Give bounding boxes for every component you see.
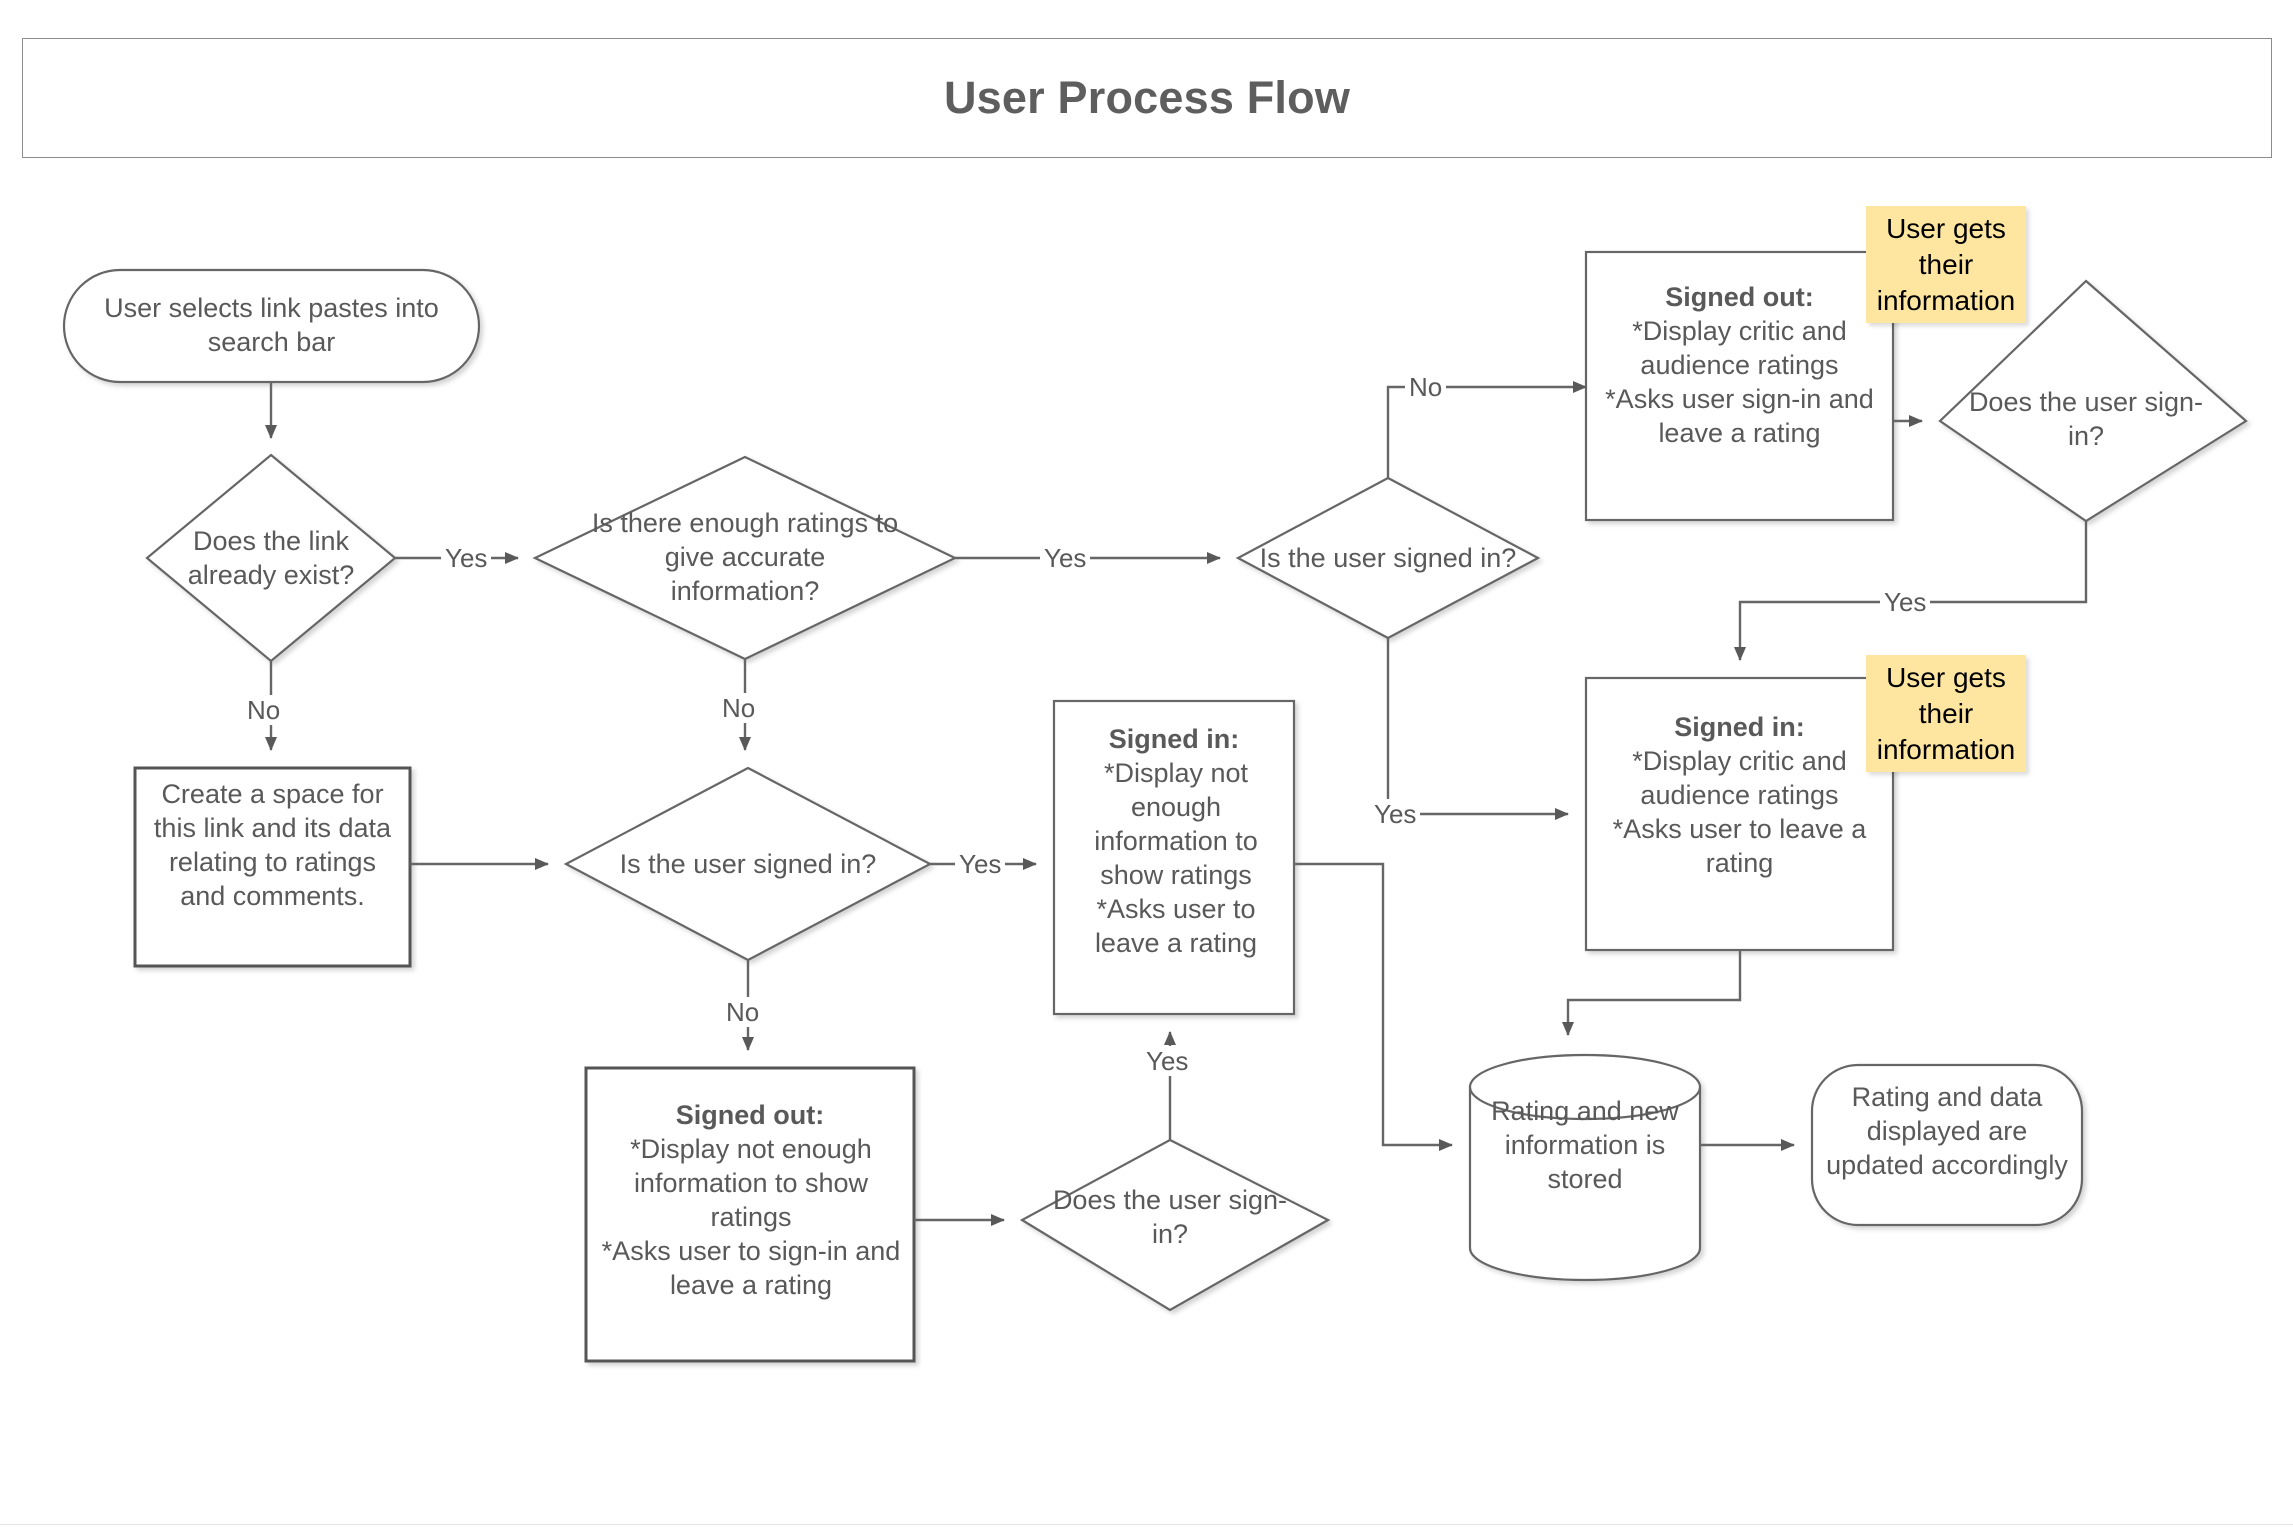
node-signed-in-center-shape[interactable] (1052, 699, 1296, 1016)
node-create-space-shape[interactable] (133, 766, 412, 968)
edge-label-link-exists-yes: Yes (441, 543, 492, 573)
sticky-note-right[interactable]: User gets their information (1866, 655, 2026, 772)
edge-label-enough-ratings-no: No (718, 693, 760, 723)
node-signed-in-right-shape[interactable] (1584, 676, 1895, 952)
edge-label-enough-ratings-yes: Yes (1040, 543, 1091, 573)
bottom-divider (0, 1524, 2293, 1525)
node-does-user-signin-bottom-shape[interactable] (1019, 1138, 1331, 1312)
node-signed-out-bottom-shape[interactable] (584, 1066, 916, 1363)
node-end-shape[interactable] (1810, 1063, 2084, 1227)
edge-label-does-user-signin-bottom-yes: Yes (1142, 1046, 1193, 1076)
title-bar: User Process Flow (22, 38, 2272, 158)
edge-label-signed-in-mid-yes: Yes (955, 849, 1006, 879)
node-signed-in-mid-shape[interactable] (563, 766, 933, 962)
edge-signed-in-center-to-database (1294, 862, 1453, 1151)
edge-signed-in-right-to-database (1562, 950, 1742, 1036)
node-link-exists-shape[interactable] (145, 453, 397, 663)
node-start-shape[interactable] (62, 268, 481, 384)
node-enough-ratings-shape[interactable] (532, 455, 958, 661)
page-title: User Process Flow (943, 72, 1351, 123)
node-database-shape[interactable] (1468, 1053, 1702, 1282)
node-signed-in-top-shape[interactable] (1235, 476, 1541, 640)
edge-label-does-user-signin-top-yes: Yes (1880, 587, 1931, 617)
edge-label-signed-in-top-no: No (1405, 372, 1447, 402)
edge-signed-in-top-no (1386, 381, 1587, 478)
node-signed-out-top-shape[interactable] (1584, 250, 1895, 522)
edge-label-link-exists-no: No (243, 695, 285, 725)
sticky-note-top[interactable]: User gets their information (1866, 206, 2026, 323)
edge-label-signed-in-top-yes: Yes (1370, 799, 1421, 829)
edge-signed-in-top-yes (1386, 638, 1569, 820)
edge-label-signed-in-mid-no: No (722, 997, 764, 1027)
